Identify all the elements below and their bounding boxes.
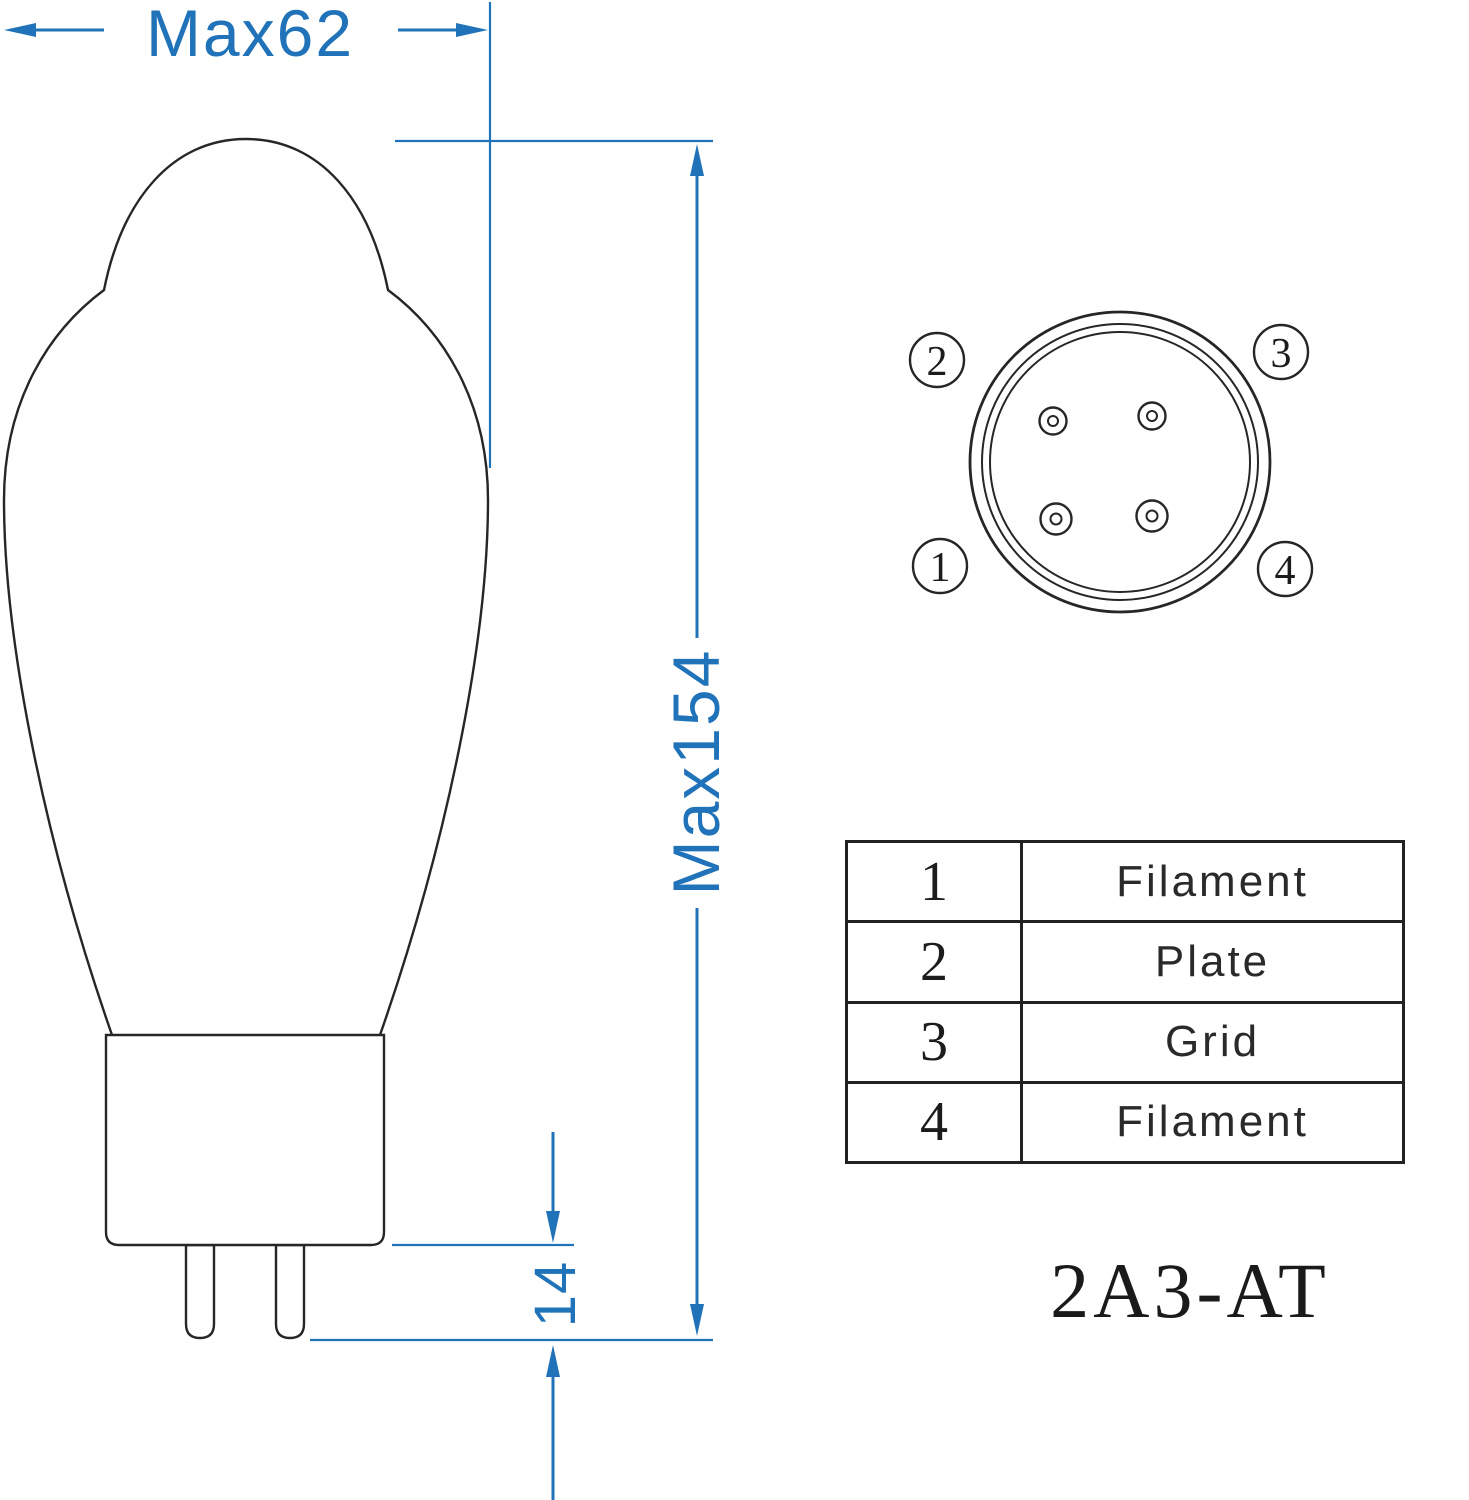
base-inner-circle — [989, 331, 1251, 593]
pin-2-hole — [1047, 415, 1059, 427]
height-dimension: Max154 — [310, 139, 733, 1342]
pin-number-badge-1: 1 — [911, 537, 969, 595]
pin-function-cell: Filament — [1116, 1097, 1309, 1147]
pin-length-label: 14 — [523, 1261, 588, 1328]
pin-function-table: 1 Filament 2 Plate 3 Grid 4 Filament — [845, 840, 1405, 1164]
pin-1-hole — [1049, 512, 1063, 526]
pin-function-cell: Plate — [1154, 936, 1271, 986]
pin-number-cell: 3 — [848, 1003, 1023, 1081]
height-arrow-up-icon — [690, 144, 704, 176]
height-arrow-down-icon — [690, 1304, 704, 1336]
pin-number-badge-2: 2 — [908, 331, 966, 389]
pin-number-badge-3: 3 — [1252, 323, 1310, 381]
table-row: 1 Filament — [848, 843, 1402, 921]
pin-2-outer — [1038, 406, 1068, 436]
pin-2-contact — [1038, 406, 1068, 436]
pin-function-cell: Grid — [1164, 1017, 1261, 1067]
width-arrow-right-icon — [456, 23, 488, 37]
model-title: 2A3-AT — [1050, 1247, 1330, 1334]
height-dimension-label: Max154 — [659, 649, 733, 896]
pin-1-contact — [1039, 502, 1073, 536]
tube-outline-drawing — [2, 137, 490, 1340]
badge-1-circle — [911, 537, 969, 595]
badge-2-label: 2 — [927, 339, 948, 385]
width-dimension-label: Max62 — [146, 0, 354, 70]
pin-3-contact — [1137, 401, 1167, 431]
table-row: 4 Filament — [848, 1080, 1402, 1161]
badge-2-circle — [908, 331, 966, 389]
pin-4-contact — [1135, 499, 1169, 533]
pin-length-arrow-down-icon — [546, 1211, 560, 1243]
pin-1-outer — [1039, 502, 1073, 536]
table-row: 3 Grid — [848, 1000, 1402, 1081]
tube-base — [104, 1033, 386, 1247]
pin-number-cell: 1 — [848, 843, 1023, 921]
tube-pin-right — [274, 1243, 306, 1340]
tube-pin-left — [184, 1243, 216, 1340]
width-arrow-left-icon — [4, 23, 36, 37]
pin-length-arrow-up-icon — [546, 1345, 560, 1377]
pin-4-outer — [1135, 499, 1169, 533]
badge-4-circle — [1256, 540, 1314, 598]
pin-number-cell: 4 — [848, 1083, 1023, 1161]
pin-number-cell: 2 — [848, 923, 1023, 1001]
pin-number-badge-4: 4 — [1256, 540, 1314, 598]
pin-3-hole — [1146, 410, 1158, 422]
table-row: 2 Plate — [848, 920, 1402, 1001]
tube-glass-outline — [2, 137, 490, 1037]
badge-3-circle — [1252, 323, 1310, 381]
badge-3-label: 3 — [1271, 331, 1292, 377]
badge-1-label: 1 — [930, 545, 951, 591]
badge-4-label: 4 — [1275, 548, 1296, 594]
base-outer-circle — [968, 310, 1272, 614]
pin-length-dimension: 14 — [392, 1132, 588, 1500]
pin-base-diagram: 2 3 1 4 — [908, 310, 1314, 614]
pin-3-outer — [1137, 401, 1167, 431]
pin-function-cell: Filament — [1116, 856, 1309, 906]
pin-4-hole — [1145, 509, 1159, 523]
base-middle-circle — [981, 323, 1259, 601]
width-dimension: Max62 — [4, 0, 492, 468]
